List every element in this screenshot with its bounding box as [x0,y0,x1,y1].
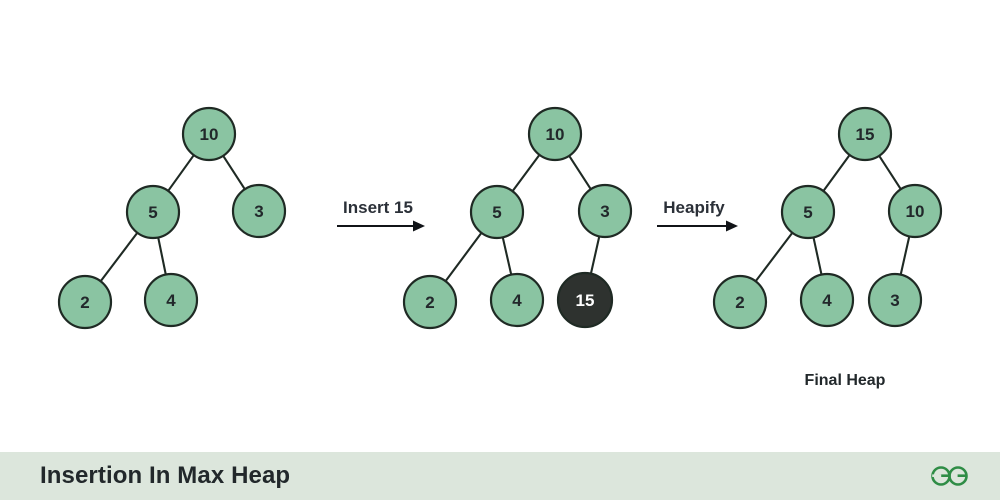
tree-node[interactable]: 10 [527,106,583,162]
tree-node[interactable]: 5 [780,184,836,240]
node-circle[interactable] [181,106,237,162]
transition-arrows-layer: Insert 15 Heapify [337,198,738,232]
tree-node[interactable]: 10 [181,106,237,162]
tree-edge [589,234,601,276]
gfg-logo-icon [931,466,968,486]
tree-edge [443,231,484,284]
tree-edge [221,153,247,192]
node-circle[interactable] [887,183,943,239]
tree-edge [899,234,911,277]
node-circle[interactable] [469,184,525,240]
transition-label: Heapify [663,198,725,217]
tree-node[interactable]: 3 [577,183,633,239]
tree-node[interactable]: 15 [837,106,893,162]
node-circle[interactable] [231,183,287,239]
transition-arrow-group: Heapify [657,198,738,232]
tree-edge [821,153,852,193]
tree-edge [99,230,139,284]
node-circle[interactable] [489,272,545,328]
node-circle[interactable] [402,274,458,330]
tree-edges-layer [99,153,911,284]
node-circle[interactable] [57,274,113,330]
tree-node[interactable]: 4 [799,272,855,328]
node-circle[interactable] [125,184,181,240]
tree-node[interactable]: 2 [57,274,113,330]
arrow-head-icon [413,220,425,232]
node-circle[interactable] [143,272,199,328]
tree-node[interactable]: 2 [712,274,768,330]
tree-edge [501,235,513,277]
page-title: Insertion In Max Heap [40,462,291,489]
tree-edge [812,235,823,277]
node-circle[interactable] [712,274,768,330]
tree-edge [156,235,168,277]
tree-node[interactable]: 3 [231,183,287,239]
tree-node[interactable]: 15 [556,271,614,329]
tree-node[interactable]: 3 [867,272,923,328]
tree-edge [510,153,542,193]
transition-label: Insert 15 [343,198,413,217]
geeksforgeeks-logo [928,463,972,489]
node-circle[interactable] [780,184,836,240]
node-circle[interactable] [577,183,633,239]
tree-captions-layer: Final Heap [805,372,886,389]
node-circle[interactable] [556,271,614,329]
node-circle[interactable] [799,272,855,328]
tree-edge [567,153,593,192]
transition-arrow-group: Insert 15 [337,198,425,232]
tree-node[interactable]: 2 [402,274,458,330]
tree-caption: Final Heap [805,372,886,389]
tree-edge [166,153,196,193]
tree-node[interactable]: 5 [125,184,181,240]
footer-bar: Insertion In Max Heap [0,452,1000,500]
node-circle[interactable] [867,272,923,328]
arrow-head-icon [726,220,738,232]
node-circle[interactable] [527,106,583,162]
tree-edge [754,230,794,284]
tree-edge [877,153,903,192]
tree-node[interactable]: 4 [489,272,545,328]
tree-node[interactable]: 5 [469,184,525,240]
node-circle[interactable] [837,106,893,162]
tree-node[interactable]: 10 [887,183,943,239]
tree-node[interactable]: 4 [143,272,199,328]
